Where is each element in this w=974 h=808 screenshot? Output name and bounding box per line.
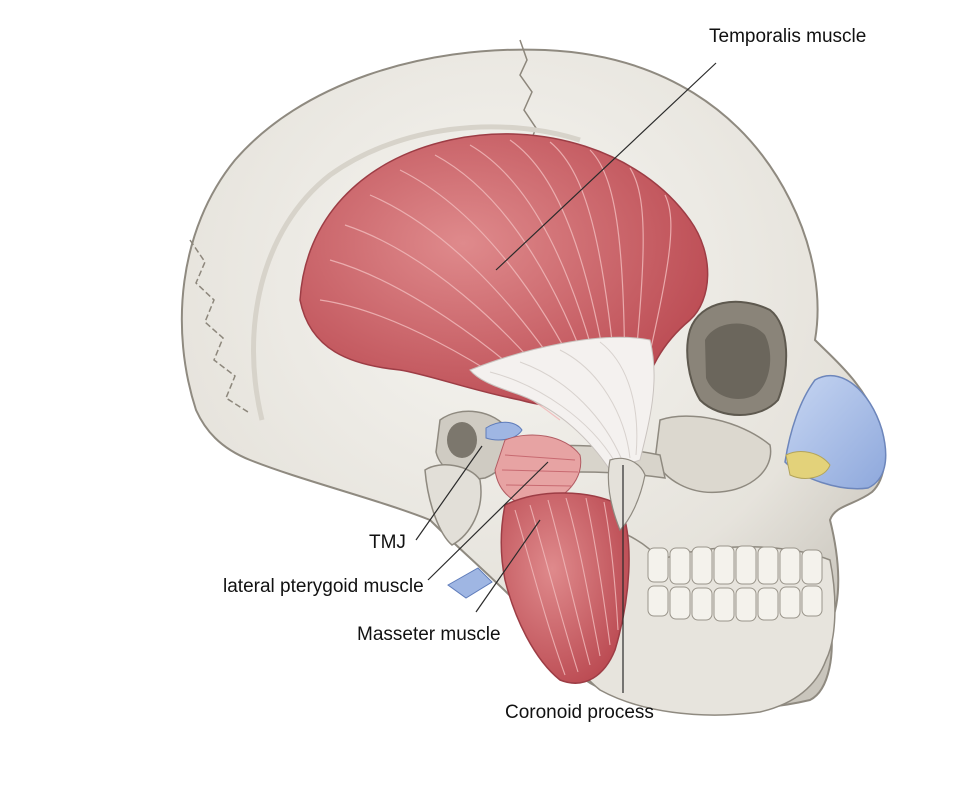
- temporal-line: [251, 124, 581, 421]
- upper-teeth: [647, 545, 823, 585]
- label-masseter-muscle: Masseter muscle: [357, 624, 501, 645]
- zygomatic-bone: [654, 415, 772, 494]
- leader-line-lateral-pterygoid: [427, 461, 549, 581]
- leader-line-masseter: [475, 519, 541, 613]
- tendon-fibers: [489, 341, 638, 463]
- masseter-fibers: [514, 497, 619, 676]
- temporalis-tendon: [469, 336, 655, 471]
- leader-lines: [415, 62, 717, 693]
- orbit-inner-shadow: [705, 323, 771, 399]
- lambdoid-suture: [189, 239, 249, 413]
- lateral-pterygoid-muscle: [494, 434, 582, 506]
- lower-teeth: [647, 585, 823, 622]
- label-lateral-pterygoid-muscle: lateral pterygoid muscle: [223, 576, 424, 597]
- coronoid-process: [607, 457, 646, 532]
- pterygoid-fibers: [501, 454, 579, 487]
- articular-disc: [485, 421, 523, 441]
- masseter-muscle: [500, 492, 630, 684]
- label-temporalis-muscle: Temporalis muscle: [709, 26, 867, 47]
- label-coronoid-process: Coronoid process: [505, 702, 654, 723]
- leader-line-tmj: [415, 445, 483, 541]
- label-tmj: TMJ: [369, 532, 406, 553]
- alar-fat: [785, 451, 831, 479]
- ear-canal: [447, 422, 477, 458]
- ligament-fragment: [447, 567, 493, 599]
- leader-line-temporalis: [495, 62, 717, 271]
